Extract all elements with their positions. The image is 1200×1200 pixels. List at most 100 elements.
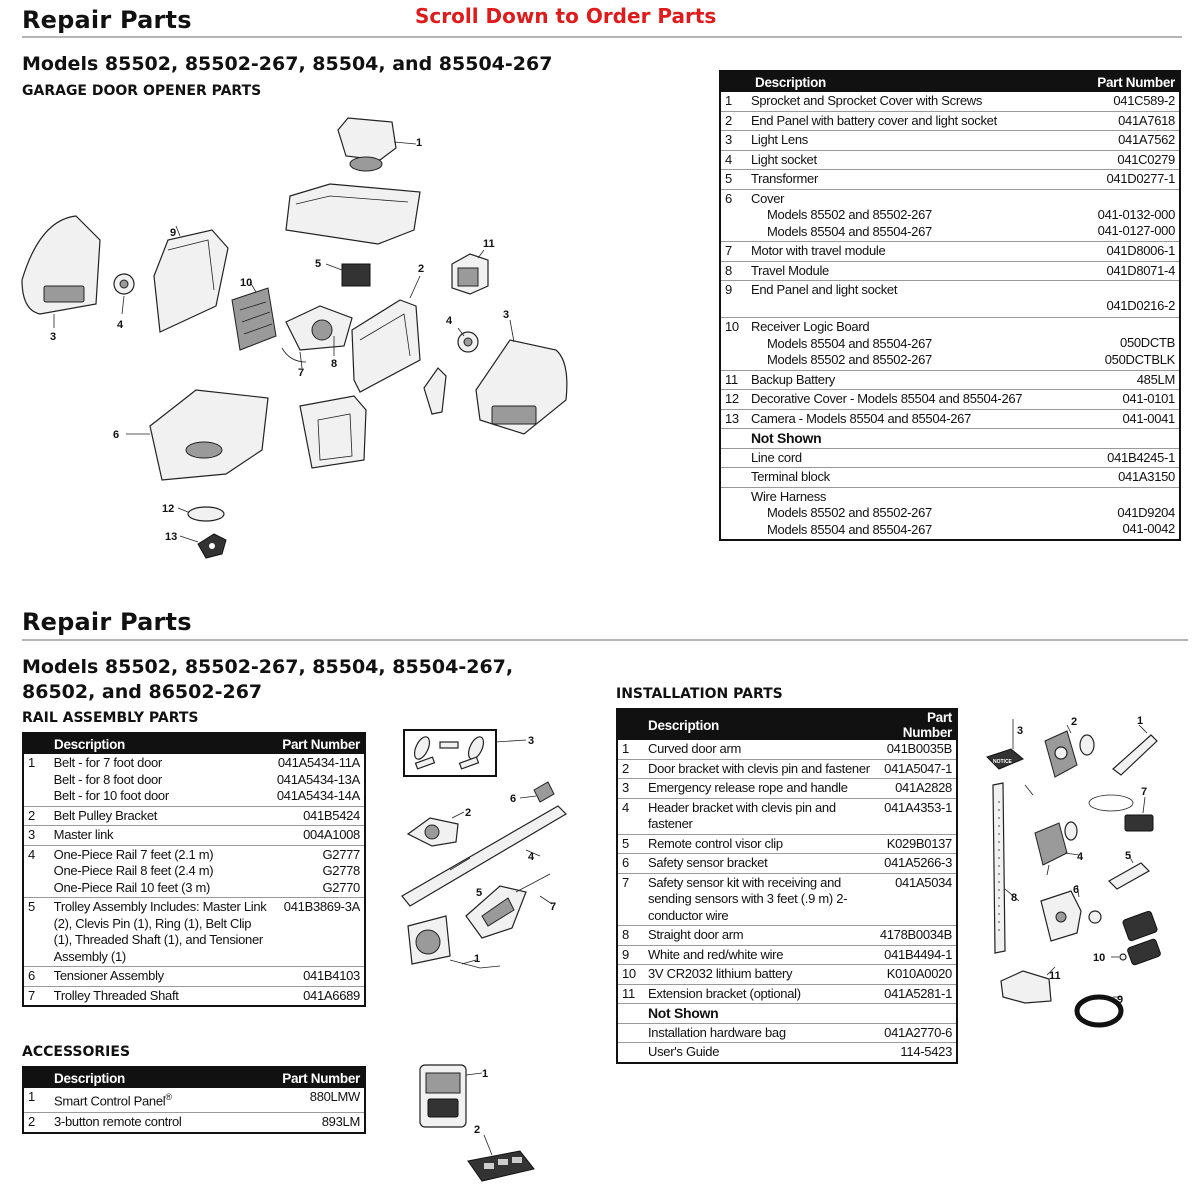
- callout-7: 7: [550, 901, 556, 913]
- straight-door-arm-part: [992, 782, 1020, 954]
- callout-9: 9: [1117, 994, 1123, 1006]
- callout-7: 7: [1141, 786, 1147, 798]
- camera-part: [179, 533, 227, 559]
- rail-section-heading: RAIL ASSEMBLY PARTS: [22, 710, 199, 726]
- page-title-bottom: Repair Parts: [22, 608, 192, 636]
- logic-board-part: [231, 281, 277, 351]
- backup-battery-part: [451, 249, 489, 295]
- callout-10: 10: [1093, 952, 1105, 964]
- callout-5: 5: [476, 887, 482, 899]
- callout-2: 2: [474, 1124, 480, 1136]
- callout-2: 2: [465, 807, 471, 819]
- callout-5: 5: [315, 258, 321, 270]
- wire-part: [1074, 994, 1124, 1028]
- col-header-part-number: Part Number: [242, 1067, 365, 1088]
- three-button-remote-part: [467, 1134, 535, 1182]
- accessories-diagram: 1 2: [419, 1064, 535, 1182]
- trolley-part: [465, 873, 553, 939]
- accessories-section-heading: ACCESSORIES: [22, 1044, 131, 1060]
- col-header-description: Description: [23, 1067, 243, 1088]
- callout-13: 13: [165, 531, 177, 543]
- callout-6: 6: [1073, 884, 1079, 896]
- col-header-part-number: Part Number: [1077, 71, 1180, 92]
- light-socket-part: [113, 273, 135, 315]
- tensioner-part: [519, 781, 555, 803]
- divider-bottom: [22, 639, 1188, 641]
- callout-4: 4: [528, 851, 535, 863]
- col-header-part-number: Part Number: [272, 733, 365, 754]
- callout-3: 3: [1017, 725, 1023, 737]
- callout-3: 3: [50, 331, 56, 343]
- scroll-notice[interactable]: Scroll Down to Order Parts: [415, 4, 717, 28]
- rail-assembly-diagram: 3 6 2 4 5 7 1: [401, 729, 567, 969]
- belt-pulley-bracket-part: [406, 811, 465, 847]
- installation-parts-diagram: NOTICE: [986, 715, 1161, 1028]
- cover-part: [126, 389, 269, 481]
- col-header-part-number: Part Number: [874, 709, 957, 740]
- notice-label: NOTICE: [993, 759, 1013, 765]
- handle-part: [423, 367, 447, 415]
- smart-control-panel-part: [419, 1064, 483, 1128]
- opener-exploded-diagram: 1 2 3 4 5 6 7 8 9 10 11 12 13 3 4: [21, 117, 568, 559]
- callout-5: 5: [1125, 850, 1131, 862]
- callout-9: 9: [170, 227, 176, 239]
- callout-4: 4: [117, 319, 124, 331]
- sprocket-cover-part: [337, 117, 417, 172]
- not-shown-row: Not Shown: [720, 428, 1180, 449]
- motor-travel-module-part: [281, 305, 353, 369]
- col-header-description: Description: [23, 733, 273, 754]
- motor-plate-part: [285, 183, 421, 245]
- callout-1: 1: [482, 1068, 488, 1080]
- divider-top: [22, 36, 1182, 38]
- opener-models-heading: Models 85502, 85502-267, 85504, and 8550…: [22, 53, 553, 75]
- rail-parts-table: Description Part Number 1 Belt - for 7 f…: [22, 732, 366, 1007]
- release-rope-handle-part: NOTICE: [986, 719, 1024, 770]
- light-lens-part: [21, 215, 101, 328]
- callout-12: 12: [162, 503, 174, 515]
- callout-1: 1: [1137, 715, 1143, 727]
- callout-1: 1: [416, 137, 422, 149]
- rail-part: [401, 805, 567, 907]
- transformer-part: [325, 263, 371, 287]
- safety-sensor-kit-part: [1088, 794, 1154, 832]
- callout-7: 7: [298, 367, 304, 379]
- callout-11: 11: [483, 238, 495, 250]
- callout-11: 11: [1049, 970, 1061, 982]
- header-bracket-part: [1034, 821, 1080, 876]
- remote-battery-part: [1111, 910, 1161, 966]
- table-row: 9 End Panel and light socket 041D0216-2: [720, 280, 1180, 318]
- callout-1: 1: [474, 953, 480, 965]
- visor-clip-part: [1108, 854, 1150, 890]
- callout-6: 6: [510, 793, 516, 805]
- callout-3: 3: [528, 735, 534, 747]
- callout-10: 10: [240, 277, 252, 289]
